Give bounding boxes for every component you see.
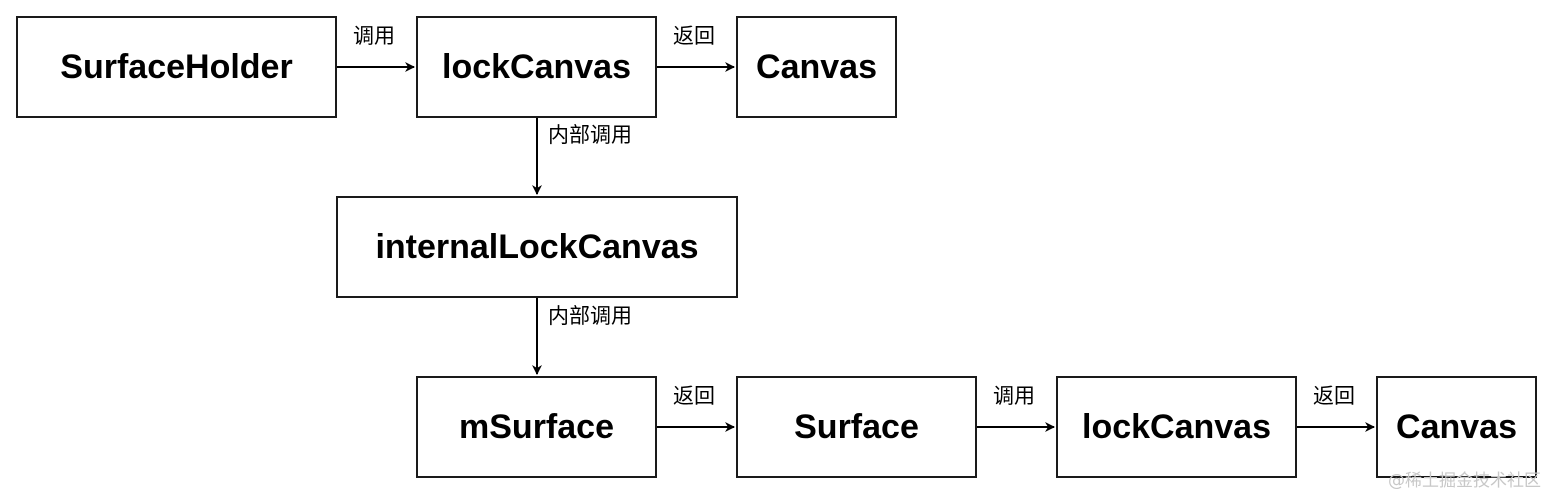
edge-label-surface-to-lock: 调用	[993, 384, 1035, 408]
edge-label-lock-to-internal: 内部调用	[548, 123, 632, 147]
node-m-surface[interactable]: mSurface	[416, 376, 657, 478]
edge-label-lock-to-canvas-top: 返回	[673, 24, 715, 48]
edge-label-lock-to-canvas-bottom: 返回	[1313, 384, 1355, 408]
node-canvas-top[interactable]: Canvas	[736, 16, 897, 118]
node-lock-canvas-top[interactable]: lockCanvas	[416, 16, 657, 118]
edge-label-holder-to-lock: 调用	[353, 24, 395, 48]
node-internal-lock-canvas[interactable]: internalLockCanvas	[336, 196, 738, 298]
node-surface[interactable]: Surface	[736, 376, 977, 478]
edge-label-msurface-to-surface: 返回	[673, 384, 715, 408]
node-canvas-bottom[interactable]: Canvas	[1376, 376, 1537, 478]
node-lock-canvas-bottom[interactable]: lockCanvas	[1056, 376, 1297, 478]
edge-label-internal-to-msurface: 内部调用	[548, 304, 632, 328]
node-surface-holder[interactable]: SurfaceHolder	[16, 16, 337, 118]
watermark-text: @稀土掘金技术社区	[1388, 471, 1541, 491]
